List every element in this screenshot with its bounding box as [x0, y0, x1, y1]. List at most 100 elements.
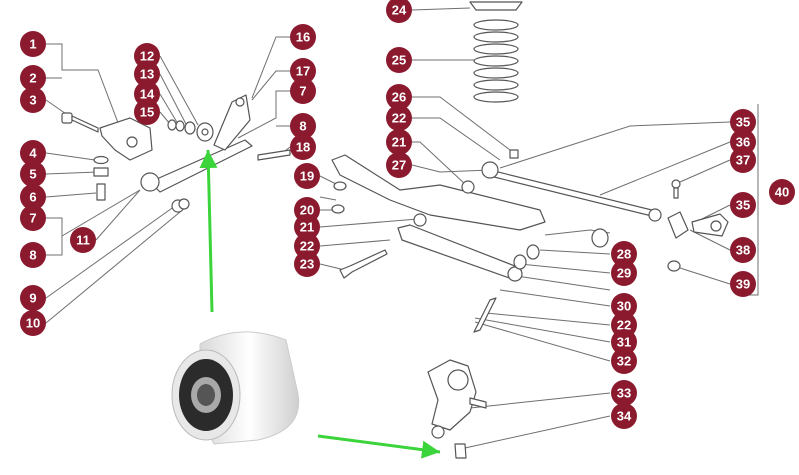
callout-35-lower[interactable]: 35 [730, 192, 756, 218]
svg-text:9: 9 [29, 291, 36, 306]
svg-text:2: 2 [29, 71, 36, 86]
svg-text:22: 22 [300, 239, 314, 254]
bolt-3 [61, 112, 99, 133]
svg-text:13: 13 [140, 67, 154, 82]
bushing-28 [591, 228, 609, 248]
svg-text:15: 15 [140, 105, 154, 120]
callouts: 1 2 3 4 5 6 7 8 11 9 10 12 13 14 15 16 1… [20, 0, 795, 429]
washer-19 [333, 181, 347, 191]
svg-text:33: 33 [617, 386, 631, 401]
callout-7-upper[interactable]: 7 [290, 78, 316, 104]
svg-text:8: 8 [29, 248, 36, 263]
svg-text:39: 39 [736, 277, 750, 292]
callout-13[interactable]: 13 [134, 61, 160, 87]
svg-text:23: 23 [300, 257, 314, 272]
callout-19[interactable]: 19 [294, 163, 320, 189]
bolt-6 [96, 183, 106, 201]
callout-6[interactable]: 6 [20, 184, 46, 210]
nut-20 [331, 204, 345, 214]
callout-16[interactable]: 16 [290, 24, 316, 50]
callout-21-upper[interactable]: 21 [386, 129, 412, 155]
bolt-31 [473, 297, 497, 333]
nut-26 [509, 149, 519, 159]
bracket-35 [667, 211, 689, 239]
svg-text:14: 14 [140, 87, 155, 102]
callout-36[interactable]: 36 [730, 129, 756, 155]
callout-21[interactable]: 21 [294, 214, 320, 240]
link-16 [213, 94, 251, 151]
svg-text:37: 37 [736, 153, 750, 168]
callout-23[interactable]: 23 [294, 251, 320, 277]
callout-2[interactable]: 2 [20, 65, 46, 91]
callout-17[interactable]: 17 [290, 58, 316, 84]
callout-27[interactable]: 27 [386, 152, 412, 178]
callout-10[interactable]: 10 [20, 310, 46, 336]
callout-8-upper[interactable]: 8 [290, 113, 316, 139]
callout-12[interactable]: 12 [134, 43, 160, 69]
callout-22[interactable]: 22 [294, 233, 320, 259]
lower-arm [397, 213, 523, 282]
mounting-bracket [99, 117, 153, 161]
svg-text:8: 8 [299, 119, 306, 134]
svg-text:25: 25 [392, 53, 406, 68]
svg-text:12: 12 [140, 49, 154, 64]
svg-text:18: 18 [296, 140, 310, 155]
svg-text:22: 22 [392, 111, 406, 126]
hub-carrier-33 [427, 359, 487, 439]
bushing-12 [196, 122, 214, 142]
callout-15[interactable]: 15 [134, 99, 160, 125]
callout-34[interactable]: 34 [611, 403, 637, 429]
callout-37[interactable]: 37 [730, 147, 756, 173]
callout-11[interactable]: 11 [70, 227, 96, 253]
svg-text:40: 40 [775, 185, 789, 200]
bushing-21 [461, 180, 475, 194]
coil-spring-25 [473, 19, 519, 103]
svg-text:35: 35 [736, 115, 750, 130]
svg-text:5: 5 [29, 167, 36, 182]
ball-joint-38 [691, 213, 729, 237]
callout-24[interactable]: 24 [386, 0, 412, 23]
callout-28[interactable]: 28 [611, 241, 637, 267]
callout-32[interactable]: 32 [611, 348, 637, 374]
svg-text:24: 24 [392, 3, 407, 18]
callout-38[interactable]: 38 [730, 237, 756, 263]
callout-35[interactable]: 35 [730, 109, 756, 135]
svg-text:35: 35 [736, 198, 750, 213]
callout-39[interactable]: 39 [730, 271, 756, 297]
callout-30[interactable]: 30 [611, 293, 637, 319]
part-drawings [61, 1, 729, 459]
callout-1[interactable]: 1 [20, 31, 46, 57]
callout-40[interactable]: 40 [769, 179, 795, 205]
callout-4[interactable]: 4 [20, 140, 46, 166]
callout-7[interactable]: 7 [20, 205, 46, 231]
svg-text:17: 17 [296, 64, 310, 79]
svg-text:6: 6 [29, 190, 36, 205]
bolt-37 [671, 179, 681, 199]
callout-8[interactable]: 8 [20, 242, 46, 268]
callout-14[interactable]: 14 [134, 81, 160, 107]
callout-26[interactable]: 26 [386, 84, 412, 110]
callout-3[interactable]: 3 [20, 87, 46, 113]
arrow-to-bushing-12 [199, 149, 218, 313]
svg-text:21: 21 [300, 220, 314, 235]
svg-text:28: 28 [617, 247, 631, 262]
svg-text:16: 16 [296, 30, 310, 45]
svg-text:10: 10 [26, 316, 40, 331]
svg-text:36: 36 [736, 135, 750, 150]
callout-18[interactable]: 18 [290, 134, 316, 160]
svg-text:29: 29 [617, 266, 631, 281]
callout-22-upper[interactable]: 22 [386, 105, 412, 131]
callout-29[interactable]: 29 [611, 260, 637, 286]
spring-seat-24 [469, 1, 523, 11]
callout-33[interactable]: 33 [611, 380, 637, 406]
callout-25[interactable]: 25 [386, 47, 412, 73]
svg-text:30: 30 [617, 299, 631, 314]
svg-text:7: 7 [299, 84, 306, 99]
callout-5[interactable]: 5 [20, 161, 46, 187]
callout-9[interactable]: 9 [20, 285, 46, 311]
callout-31[interactable]: 31 [611, 329, 637, 355]
svg-text:19: 19 [300, 169, 314, 184]
svg-text:27: 27 [392, 158, 406, 173]
arrow-to-nut-34 [317, 434, 441, 459]
